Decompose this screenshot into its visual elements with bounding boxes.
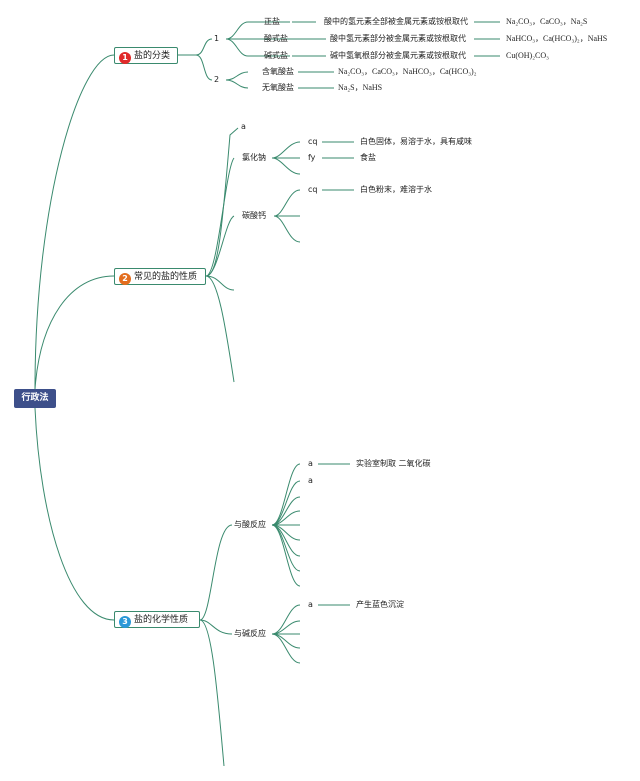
normal-salt-definition[interactable]: 酸中的氢元素全部被金属元素或铵根取代 bbox=[324, 17, 468, 26]
caco3-cq-text[interactable]: 白色粉末，难溶于水 bbox=[360, 185, 432, 194]
acid-a1-text[interactable]: 实验室制取 二氧化碳 bbox=[356, 459, 431, 468]
base-a1-text[interactable]: 产生蓝色沉淀 bbox=[356, 600, 404, 609]
node-basic-salt[interactable]: 碱式盐 bbox=[264, 51, 288, 60]
node-acid-salt[interactable]: 酸式盐 bbox=[264, 34, 288, 43]
non-oxyacid-salt-examples[interactable]: Na₂S，NaHS bbox=[338, 83, 383, 92]
acid-a1-label[interactable]: a bbox=[308, 459, 313, 468]
node-calcium-carbonate[interactable]: 碳酸钙 bbox=[242, 211, 266, 220]
badge-2: 2 bbox=[119, 273, 131, 285]
topic-label: 盐的分类 bbox=[134, 51, 171, 61]
node-reaction-with-acid[interactable]: 与酸反应 bbox=[234, 520, 266, 529]
caco3-cq-label[interactable]: cq bbox=[308, 185, 318, 194]
basic-salt-examples[interactable]: Cu(OH)₂CO₃ bbox=[506, 51, 549, 60]
badge-1: 1 bbox=[119, 52, 131, 64]
acid-a2-label[interactable]: a bbox=[308, 476, 313, 485]
normal-salt-examples[interactable]: Na₂CO₃，CaCO₃，Na₂S bbox=[506, 17, 588, 26]
node-a[interactable]: a bbox=[241, 122, 246, 131]
basic-salt-definition[interactable]: 碱中氢氧根部分被金属元素或铵根取代 bbox=[330, 51, 466, 60]
group-2-label: 2 bbox=[214, 75, 220, 84]
nacl-fy-label[interactable]: fy bbox=[308, 153, 316, 162]
node-oxyacid-salt[interactable]: 含氧酸盐 bbox=[262, 67, 294, 76]
topic-label: 盐的化学性质 bbox=[134, 615, 189, 625]
oxyacid-salt-examples[interactable]: Na₂CO₃，CaCO₃，NaHCO₃，Ca(HCO₃)₂ bbox=[338, 67, 477, 76]
topic-label: 常见的盐的性质 bbox=[134, 272, 198, 282]
base-a1-label[interactable]: a bbox=[308, 600, 313, 609]
acid-salt-examples[interactable]: NaHCO₃，Ca(HCO₃)₂，NaHS bbox=[506, 34, 608, 43]
nacl-cq-text[interactable]: 白色固体，易溶于水，具有咸味 bbox=[360, 137, 472, 146]
nacl-fy-text[interactable]: 食盐 bbox=[360, 153, 376, 162]
node-reaction-with-base[interactable]: 与碱反应 bbox=[234, 629, 266, 638]
badge-3: 3 bbox=[119, 616, 131, 628]
group-1-label: 1 bbox=[214, 34, 220, 43]
root-node[interactable]: 行政法 bbox=[14, 389, 56, 408]
node-sodium-chloride[interactable]: 氯化钠 bbox=[242, 153, 266, 162]
node-normal-salt[interactable]: 正盐 bbox=[264, 17, 280, 26]
nacl-cq-label[interactable]: cq bbox=[308, 137, 318, 146]
acid-salt-definition[interactable]: 酸中氢元素部分被金属元素或铵根取代 bbox=[330, 34, 466, 43]
node-non-oxyacid-salt[interactable]: 无氧酸盐 bbox=[262, 83, 294, 92]
